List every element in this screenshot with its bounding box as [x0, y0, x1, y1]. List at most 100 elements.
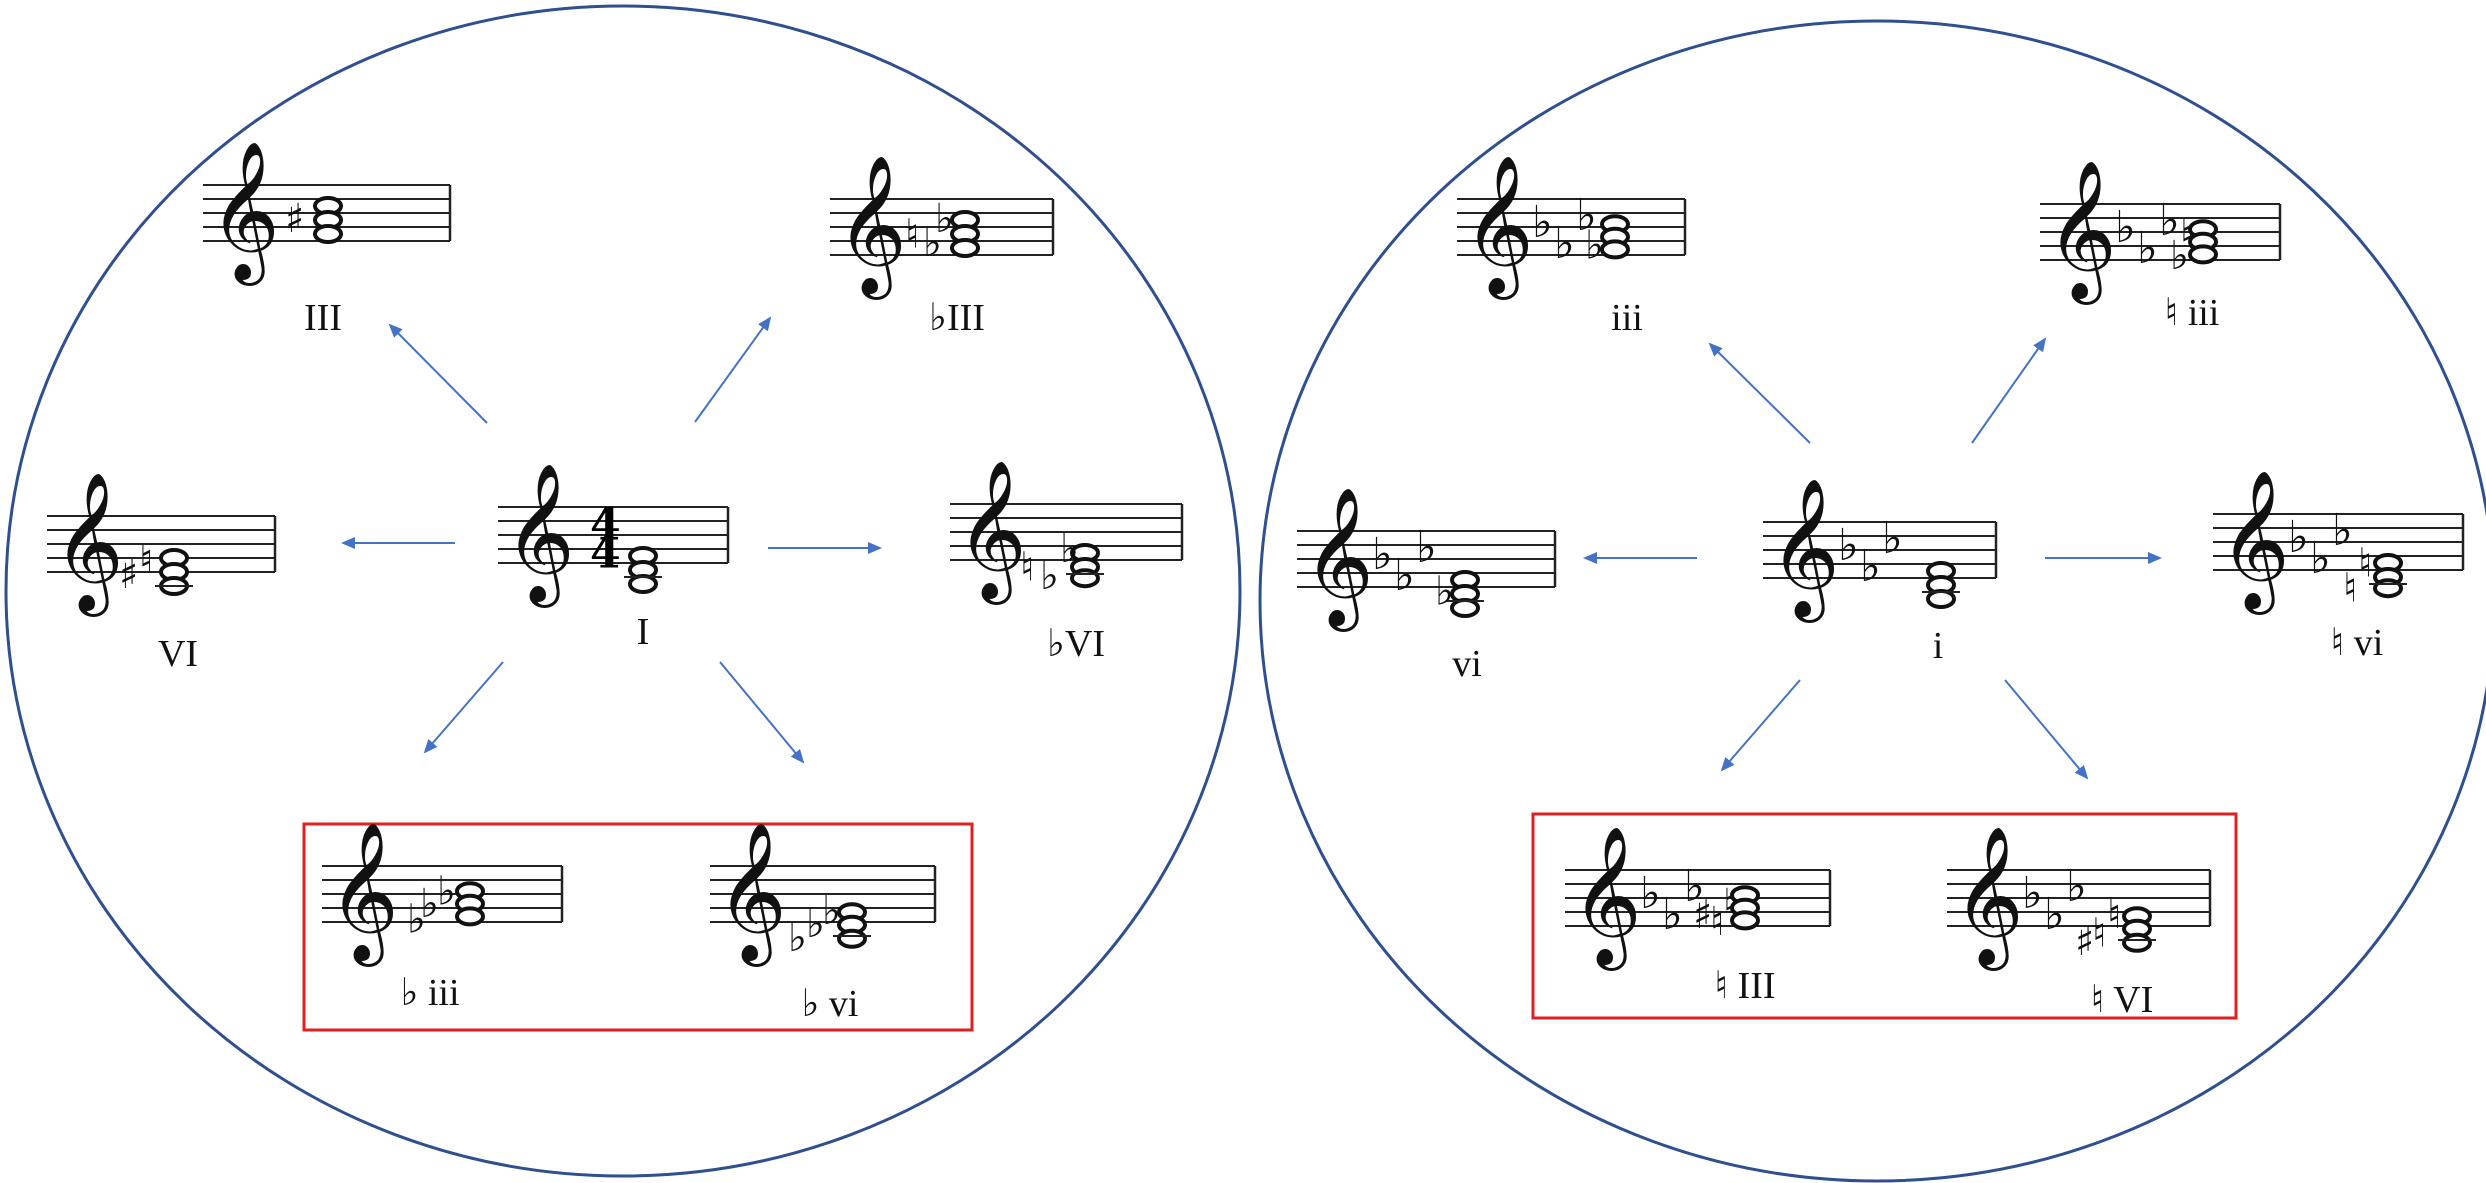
flat-sign-icon: ♭ [1040, 553, 1059, 599]
treble-clef-icon: 𝄞 [209, 141, 280, 286]
flat-sign-icon: ♭ [437, 869, 456, 915]
staff-nVI: 𝄞♭♭♭♯♮♮ [1947, 826, 2212, 971]
whole-note [1070, 568, 1100, 589]
flat-sign-icon: ♭ [1060, 526, 1079, 572]
key-signature-flat-icon: ♭ [1860, 541, 1881, 592]
minor-arrow-to-niii [1971, 337, 2047, 444]
label-niii: ♮ iii [2165, 292, 2220, 334]
key-signature-flat-icon: ♭ [2022, 868, 2043, 919]
key-signature-flat-icon: ♭ [1532, 197, 1553, 248]
staff-center-I: 𝄞44 [498, 463, 730, 608]
staff-bVI: 𝄞♮♭♭ [950, 460, 1184, 605]
flat-sign-icon: ♭ [788, 915, 807, 961]
sharp-sign-icon: ♯ [119, 552, 138, 598]
natural-sign-icon: ♮ [905, 211, 919, 257]
minor-arrow-to-nIII [1720, 679, 1801, 772]
label-iii: iii [1611, 297, 1643, 339]
key-signature-flat-icon: ♭ [2066, 861, 2087, 912]
key-signature-flat-icon: ♭ [2159, 195, 2180, 246]
flat-sign-icon: ♭ [2170, 233, 2189, 279]
staff-niii: 𝄞♭♭♭♭♮ [2040, 160, 2282, 305]
key-signature-flat-icon: ♭ [1838, 520, 1859, 571]
natural-sign-icon: ♮ [1020, 544, 1034, 590]
treble-clef-icon: 𝄞 [1463, 155, 1534, 300]
label-bVI: ♭VI [1047, 623, 1105, 665]
key-signature-flat-icon: ♭ [1882, 513, 1903, 564]
treble-clef-icon: 𝄞 [1571, 826, 1642, 971]
major-key-circle [4, 4, 1242, 1178]
sharp-sign-icon: ♯ [285, 196, 304, 242]
key-signature-flat-icon: ♭ [1554, 218, 1575, 269]
key-signature-flat-icon: ♭ [1684, 861, 1705, 912]
minor-arrow-to-nVI [2004, 679, 2089, 780]
flat-sign-icon: ♭ [935, 196, 954, 242]
treble-clef-icon: 𝄞 [53, 472, 124, 617]
label-i: i [1933, 625, 1944, 667]
whole-note [2188, 244, 2218, 265]
natural-sign-icon: ♮ [139, 537, 153, 583]
minor-key-circle [1258, 19, 2486, 1183]
treble-clef-icon: 𝄞 [2219, 470, 2290, 615]
key-signature-flat-icon: ♭ [1576, 190, 1597, 241]
key-signature-flat-icon: ♭ [2310, 533, 2331, 584]
label-nvi: ♮ vi [2331, 622, 2384, 664]
flat-sign-icon: ♭ [806, 901, 825, 947]
key-signature-flat-icon: ♭ [1640, 868, 1661, 919]
flat-sign-icon: ♭ [1435, 569, 1454, 615]
key-signature-flat-icon: ♭ [2288, 512, 2309, 563]
minor-arrow-to-iii [1708, 342, 1811, 444]
whole-note [455, 906, 485, 927]
minor-highlight-box [1531, 812, 2238, 1020]
staff-bvi: 𝄞♭♭♭ [710, 822, 937, 967]
staff-nIII: 𝄞♭♭♭♯♮♮ [1565, 826, 1832, 971]
whole-note [313, 224, 343, 244]
key-signature-flat-icon: ♭ [1372, 529, 1393, 580]
key-signature-flat-icon: ♭ [2332, 505, 2353, 556]
sharp-sign-icon: ♯ [2075, 919, 2094, 965]
staff-biii: 𝄞♭♭♭ [322, 822, 564, 967]
label-I: I [637, 611, 650, 653]
label-biii: ♭ iii [400, 972, 459, 1014]
whole-note [1450, 598, 1480, 618]
staff-iii: 𝄞♭♭♭♭ [1457, 155, 1687, 300]
natural-sign-icon: ♮ [1710, 899, 1724, 945]
major-arrow-to-bvi [719, 661, 805, 764]
treble-clef-icon: 𝄞 [2046, 160, 2117, 305]
major-arrow-to-III [388, 323, 488, 424]
whole-note [837, 928, 867, 949]
flat-sign-icon: ♭ [822, 888, 841, 934]
treble-clef-icon: 𝄞 [1303, 487, 1374, 632]
label-bIII: ♭III [929, 297, 985, 339]
whole-note [628, 574, 658, 594]
whole-note [1730, 910, 1760, 931]
label-nVI: ♮ VI [2091, 979, 2154, 1021]
label-III: III [304, 297, 342, 339]
natural-sign-icon: ♮ [2180, 212, 2194, 258]
key-signature-flat-icon: ♭ [1416, 522, 1437, 573]
treble-clef-icon: 𝄞 [328, 822, 399, 967]
natural-sign-icon: ♮ [1723, 881, 1737, 927]
staff-center-i: 𝄞♭♭♭ [1763, 478, 1998, 623]
staff-VI: 𝄞♯♮ [47, 472, 277, 617]
staff-bIII: 𝄞♮♭♭ [830, 155, 1055, 300]
whole-note [1926, 589, 1956, 609]
time-signature-bottom: 4 [590, 528, 621, 579]
natural-sign-icon: ♮ [2107, 892, 2121, 938]
key-signature-flat-icon: ♭ [1394, 550, 1415, 601]
treble-clef-icon: 𝄞 [716, 822, 787, 967]
key-signature-flat-icon: ♭ [2044, 889, 2065, 940]
label-nIII: ♮ III [1714, 965, 1775, 1007]
flat-sign-icon: ♭ [407, 897, 426, 943]
key-signature-flat-icon: ♭ [2115, 202, 2136, 253]
label-VI: VI [158, 633, 198, 675]
staff-nvi: 𝄞♭♭♭♮♮ [2213, 470, 2465, 615]
treble-clef-icon: 𝄞 [836, 155, 907, 300]
label-vi: vi [1452, 643, 1482, 685]
whole-note [1600, 239, 1630, 260]
treble-clef-icon: 𝄞 [504, 463, 575, 608]
natural-sign-icon: ♮ [2358, 540, 2372, 586]
key-signature-flat-icon: ♭ [2137, 223, 2158, 274]
staff-III: 𝄞♯ [203, 141, 452, 286]
whole-note [2122, 932, 2152, 953]
key-signature-flat-icon: ♭ [1662, 889, 1683, 940]
